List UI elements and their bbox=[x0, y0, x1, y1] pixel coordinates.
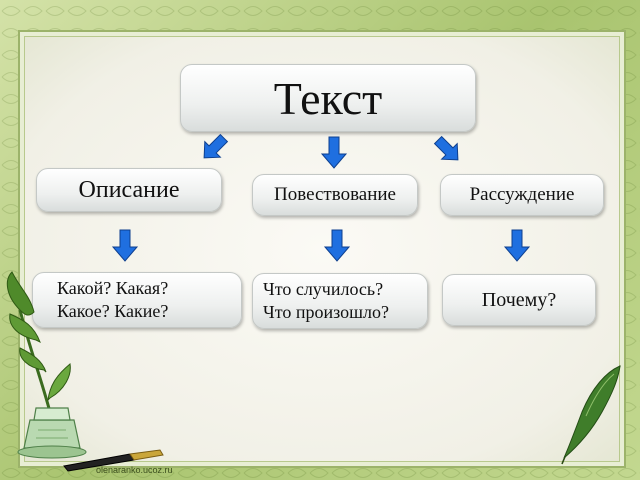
type-label: Рассуждение bbox=[469, 184, 575, 205]
arrow-down-right-icon bbox=[433, 135, 459, 161]
question-box-reasoning[interactable]: Почему? bbox=[442, 274, 596, 326]
question-line: Какой? Какая? bbox=[57, 278, 169, 298]
arrow-down-left-icon bbox=[203, 133, 229, 159]
feather-quill-icon bbox=[561, 365, 621, 465]
arrow-down-icon bbox=[323, 229, 351, 262]
question-line: Почему? bbox=[481, 288, 557, 311]
type-box-reasoning[interactable]: Рассуждение bbox=[440, 174, 604, 216]
arrow-down-icon bbox=[503, 229, 531, 262]
quill-inkwell-illustration bbox=[6, 271, 87, 459]
question-box-description[interactable]: Какой? Какая? Какое? Какие? bbox=[32, 272, 242, 328]
type-box-description[interactable]: Описание bbox=[36, 168, 222, 212]
question-line: Что случилось? bbox=[263, 279, 384, 299]
fountain-pen-icon bbox=[63, 449, 164, 472]
type-label: Описание bbox=[78, 176, 180, 203]
root-label: Текст bbox=[273, 72, 383, 124]
type-label: Повествование bbox=[274, 184, 396, 205]
root-box[interactable]: Текст bbox=[180, 64, 476, 132]
question-line: Что произошло? bbox=[263, 302, 389, 322]
footer-credit: olenaranko.ucoz.ru bbox=[96, 465, 173, 475]
question-line: Какое? Какие? bbox=[57, 301, 169, 321]
type-box-narration[interactable]: Повествование bbox=[252, 174, 418, 216]
arrow-down-icon bbox=[111, 229, 139, 262]
question-box-narration[interactable]: Что случилось? Что произошло? bbox=[252, 273, 428, 329]
arrow-down-icon bbox=[320, 136, 348, 169]
